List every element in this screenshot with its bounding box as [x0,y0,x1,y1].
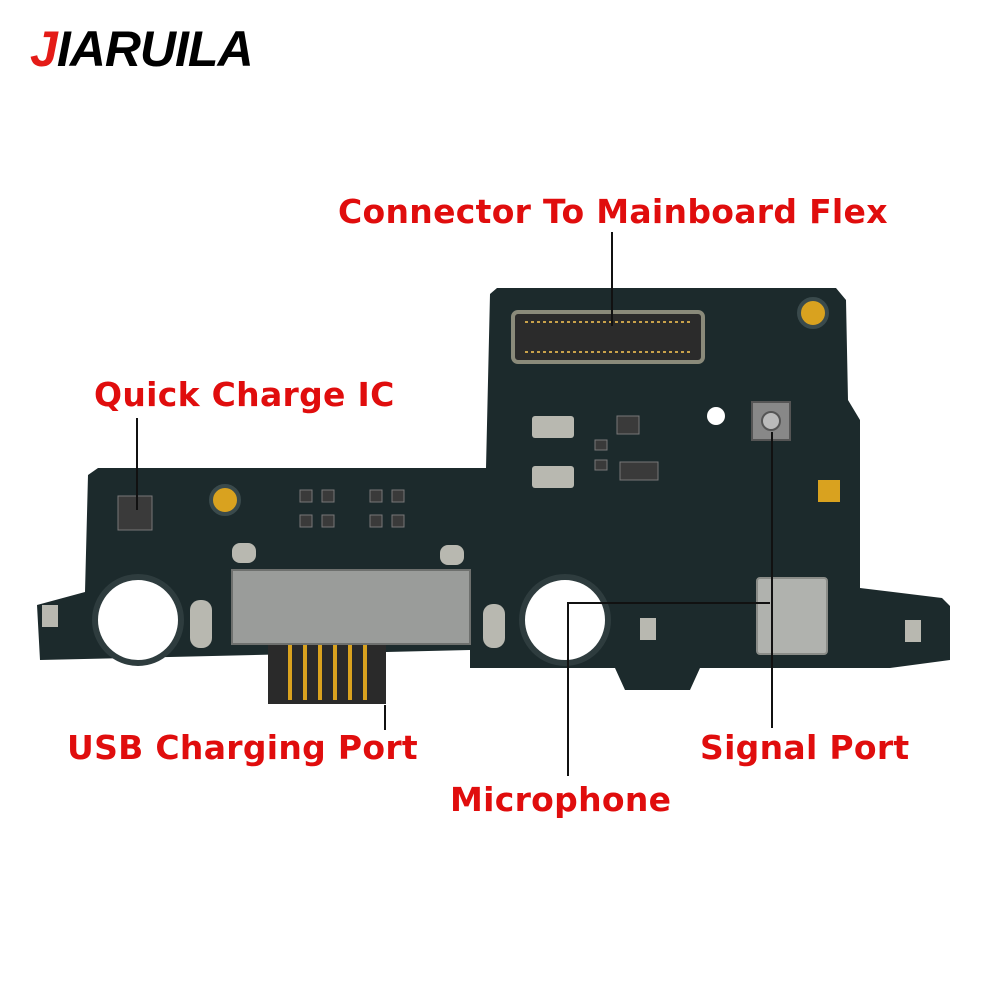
mount-hole [519,574,611,666]
label-connector-to-mainboard-flex: Connector To Mainboard Flex [338,192,888,231]
usb-plug-tail [268,640,386,704]
label-microphone: Microphone [450,780,672,819]
gold-pad [797,297,829,329]
usb-port-shell [231,569,471,645]
logo-text: IARUILA [56,21,254,77]
label-signal-port: Signal Port [700,728,910,767]
logo-letter-j: J [30,21,58,77]
microphone-component [756,577,828,655]
mainboard-connector [511,310,705,364]
leader-line-microphone [567,602,770,776]
label-usb-charging-port: USB Charging Port [67,728,419,767]
mount-hole [92,574,184,666]
gold-pad [209,484,241,516]
brand-logo: JIARUILA [30,21,254,77]
gold-pad [818,480,840,502]
label-quick-charge-ic: Quick Charge IC [94,375,395,414]
